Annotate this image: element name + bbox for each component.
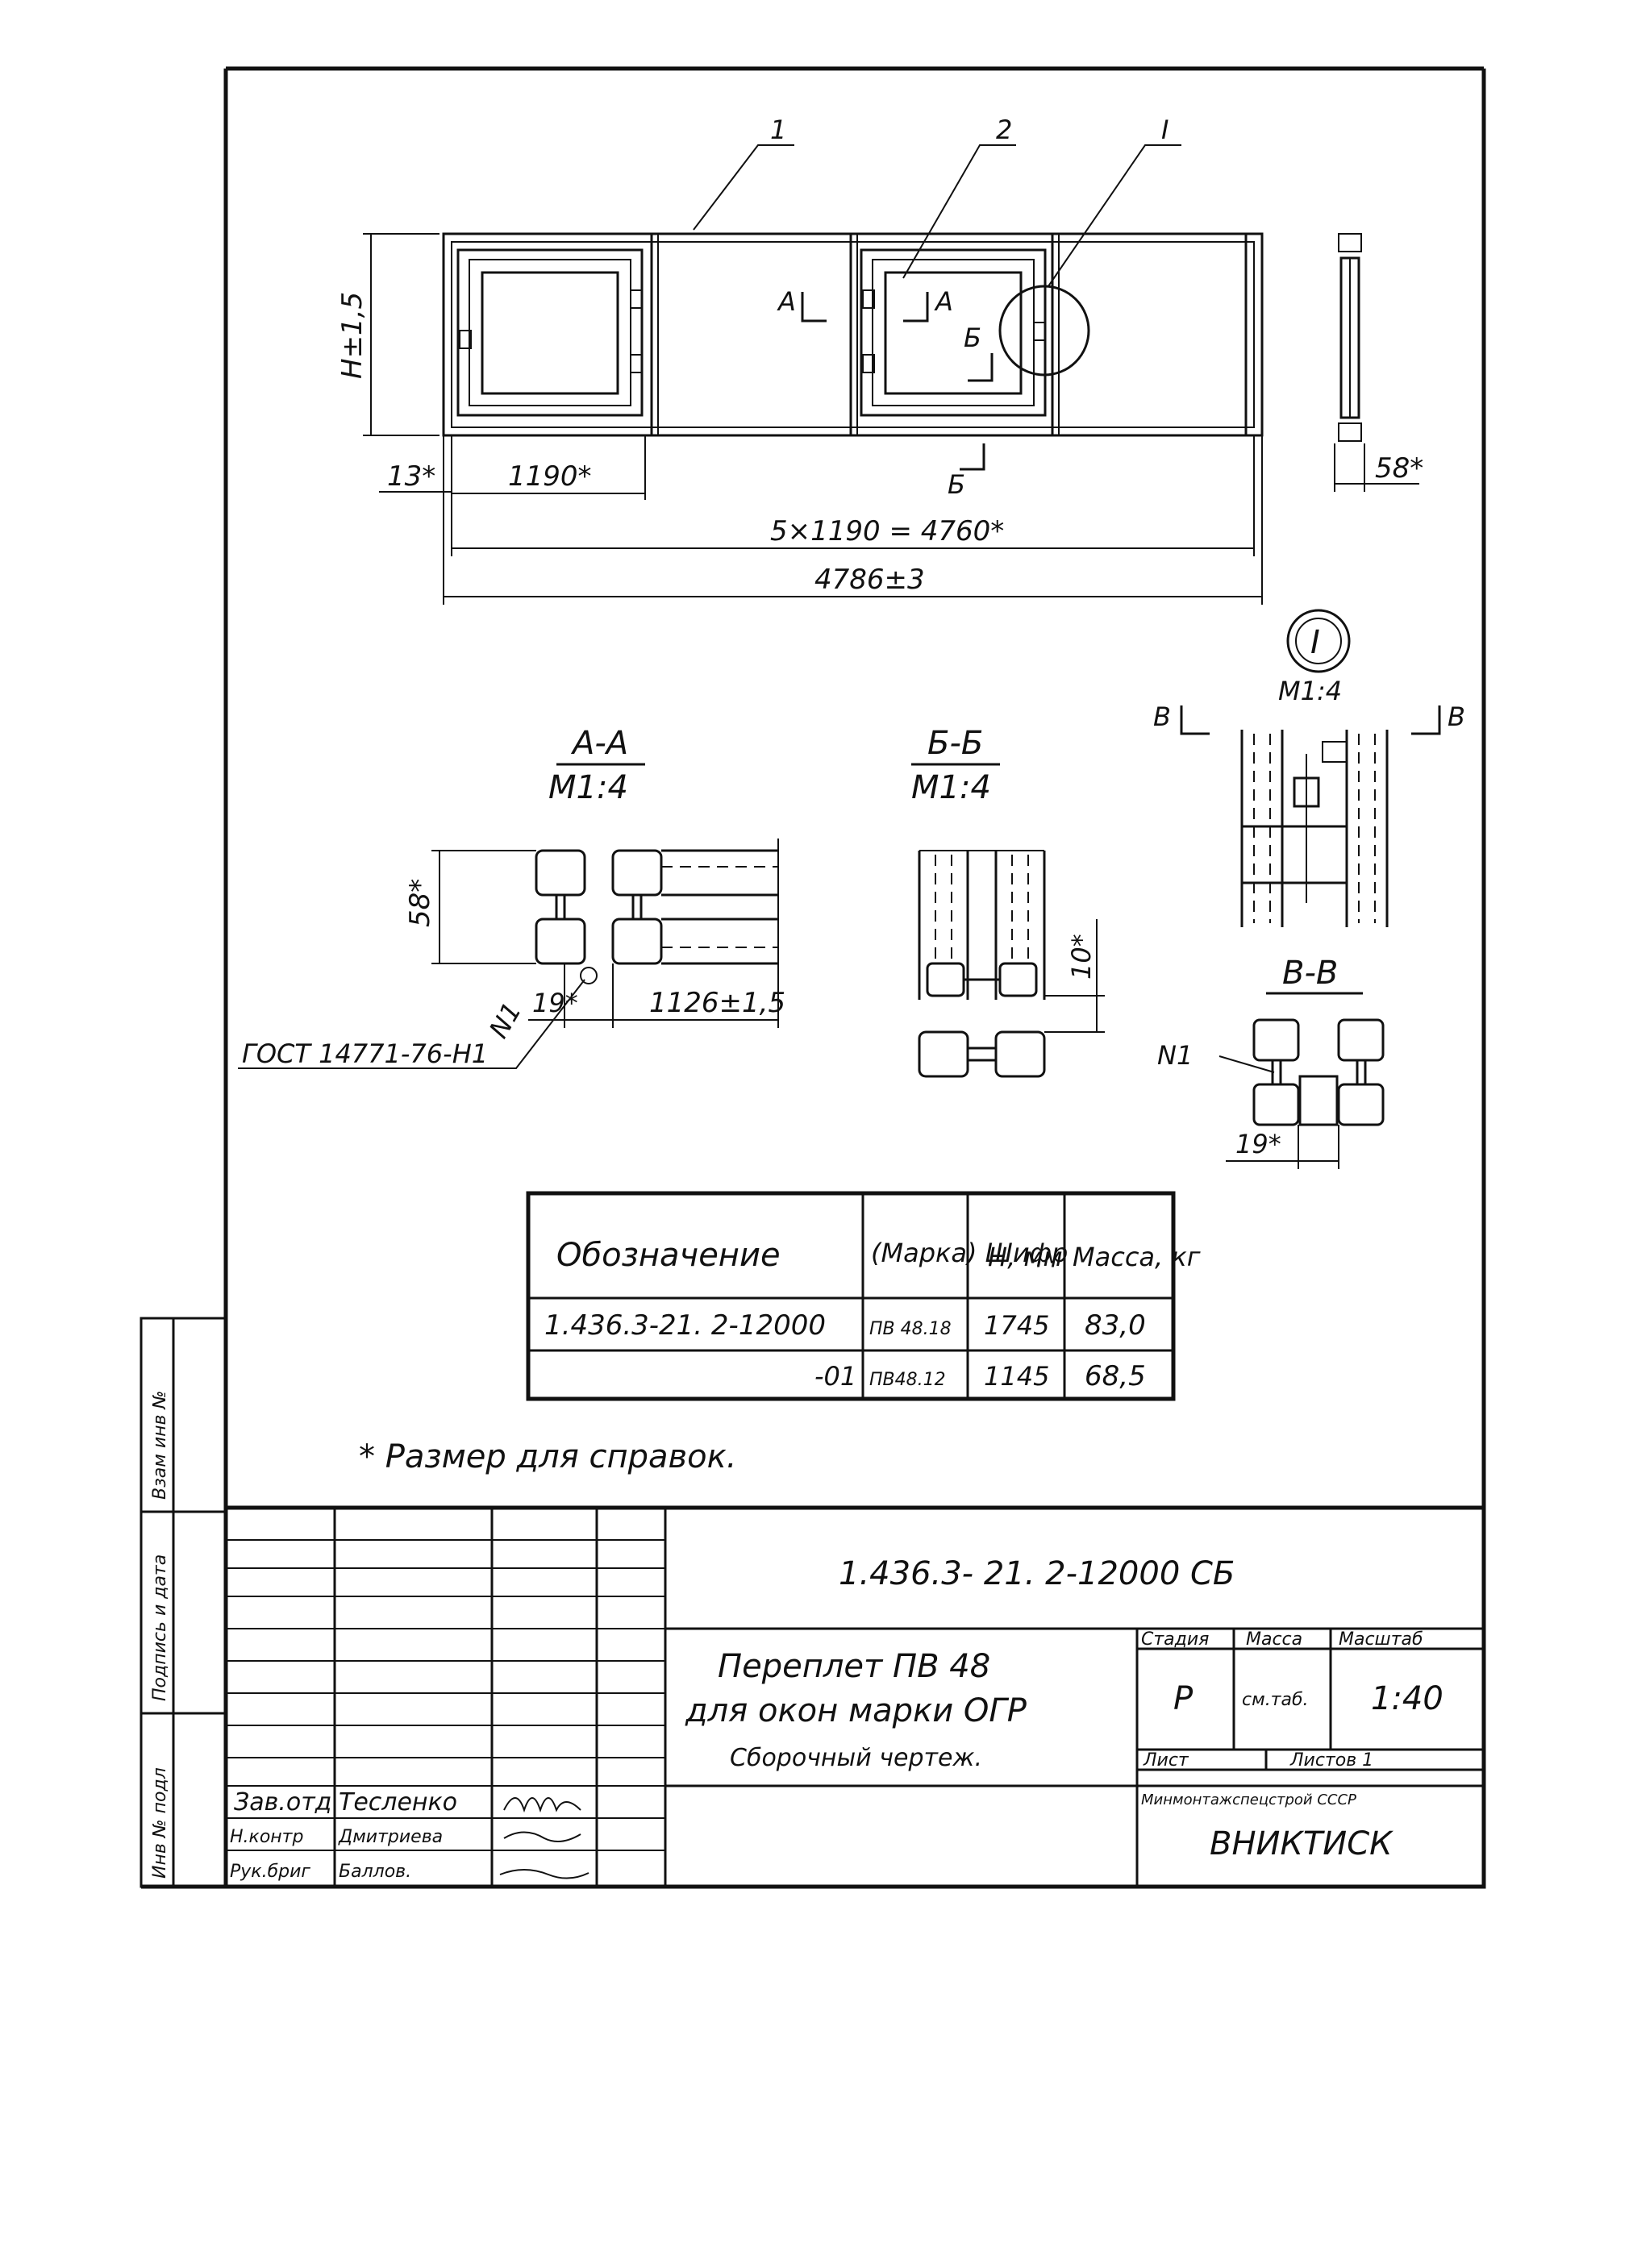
staff-role-2: Н.контр	[230, 1827, 303, 1847]
dim-overall: 4786±3	[814, 564, 925, 596]
detail-i-cut-1: В	[1153, 701, 1171, 732]
side-stamp: Взам инв № Подпись и дата Инв № подл	[140, 1317, 227, 1888]
cut-b-2: Б	[948, 469, 965, 500]
section-aa-gost: ГОСТ 14771-76-Н1	[242, 1038, 488, 1069]
org-ministry: Минмонтажспецстрой СССР	[1141, 1792, 1356, 1808]
cut-b-1: Б	[964, 323, 981, 353]
staff-name-3: Баллов.	[339, 1862, 411, 1882]
section-aa-dim-len: 1126±1,5	[649, 987, 785, 1019]
table-row-1-mass: 83,0	[1085, 1309, 1146, 1342]
side-view: 58*	[1334, 233, 1423, 492]
table-row-1-mark: ПВ 48.18	[869, 1319, 952, 1339]
table-row-2-designation: -01	[814, 1361, 856, 1392]
main-dimensions: H±1,5 13* 1190* 5×1190 = 4760* 4786±3	[336, 233, 1263, 605]
stage-header: Стадия	[1141, 1629, 1209, 1650]
stage-value: Р	[1173, 1680, 1194, 1717]
section-bb-dim-10: 10*	[1066, 934, 1097, 980]
section-vv-dim-19: 19*	[1235, 1129, 1281, 1159]
side-label-signature: Подпись и дата	[150, 1554, 170, 1701]
table-row-1-designation: 1.436.3-21. 2-12000	[544, 1309, 826, 1342]
table-row-2-h: 1145	[984, 1361, 1049, 1392]
signature-1	[503, 1797, 581, 1813]
table-row-2-mass: 68,5	[1085, 1360, 1146, 1392]
section-bb-title: Б-Б	[927, 725, 983, 762]
detail-i-scale: М1:4	[1278, 676, 1342, 706]
side-label-replace: Взам инв №	[150, 1391, 170, 1500]
org-institute: ВНИКТИСК	[1210, 1825, 1393, 1862]
reference-note: * Размер для справок.	[359, 1438, 736, 1475]
dim-height: H±1,5	[336, 292, 369, 379]
section-vv-title: В-В	[1282, 955, 1338, 992]
spec-table: Обозначение (Марка) Шифр Н, мм Масса, кг…	[526, 1191, 1201, 1401]
table-header-mark: (Марка) Шифр	[871, 1238, 1068, 1268]
section-bb-scale: М1:4	[911, 769, 991, 806]
detail-i: I М1:4 В В	[1153, 609, 1465, 927]
table-row-2-mark: ПВ48.12	[869, 1370, 946, 1390]
detail-i-label: I	[1310, 624, 1320, 661]
staff-name-1: Тесленко	[339, 1788, 457, 1816]
title-block: Зав.отд Тесленко Н.контр Дмитриева Рук.б…	[223, 1505, 1486, 1889]
drawing-name-3: Сборочный чертеж.	[730, 1744, 982, 1772]
dim-total-inner: 5×1190 = 4760*	[770, 515, 1004, 547]
section-aa: А-А М1:4 58* 19* 1126±1,5 N1	[238, 725, 785, 1069]
side-label-inventory: Инв № подл	[150, 1767, 170, 1879]
drawing-code: 1.436.3- 21. 2-12000 СБ	[839, 1555, 1235, 1592]
callout-1: 1	[770, 114, 786, 145]
section-aa-dim-19: 19*	[532, 988, 578, 1018]
table-header-designation: Обозначение	[556, 1237, 781, 1274]
section-vv-weld: N1	[1157, 1040, 1193, 1071]
cut-a-2: A	[934, 286, 953, 317]
mass-value: см.таб.	[1242, 1690, 1309, 1710]
dim-depth: 58*	[1375, 452, 1423, 485]
section-aa-weld: N1	[483, 997, 527, 1043]
sheets-label: Листов 1	[1289, 1750, 1373, 1771]
main-elevation: 1 2 I A A Б Б	[442, 114, 1264, 500]
callout-I: I	[1161, 114, 1169, 145]
drawing-name-2: для окон марки ОГР	[685, 1692, 1027, 1729]
callout-2: 2	[996, 114, 1012, 145]
staff-role-3: Рук.бриг	[230, 1862, 310, 1882]
table-row-1-h: 1745	[984, 1310, 1049, 1341]
section-aa-scale: М1:4	[548, 769, 628, 806]
staff-role-1: Зав.отд	[234, 1788, 331, 1816]
signature-2	[503, 1831, 581, 1842]
detail-i-cut-2: В	[1448, 701, 1465, 732]
drawing-name-1: Переплет ПВ 48	[718, 1648, 990, 1685]
table-header-h: Н, мм	[988, 1242, 1063, 1272]
staff-name-2: Дмитриева	[338, 1827, 443, 1847]
signature-3	[499, 1869, 589, 1879]
table-header-mass: Масса, кг	[1073, 1242, 1201, 1272]
sheet-label: Лист	[1143, 1750, 1189, 1771]
section-aa-title: А-А	[570, 725, 628, 762]
scale-header: Масштаб	[1339, 1629, 1423, 1650]
section-aa-dim-height: 58*	[404, 879, 436, 927]
cut-a-1: A	[777, 286, 796, 317]
dim-left-offset: 13*	[387, 460, 435, 493]
dim-pane-width: 1190*	[508, 460, 592, 493]
section-vv: В-В N1 19*	[1157, 955, 1385, 1169]
scale-value: 1:40	[1371, 1680, 1443, 1717]
mass-header: Масса	[1246, 1629, 1302, 1650]
section-bb: Б-Б М1:4 10*	[911, 725, 1105, 1078]
